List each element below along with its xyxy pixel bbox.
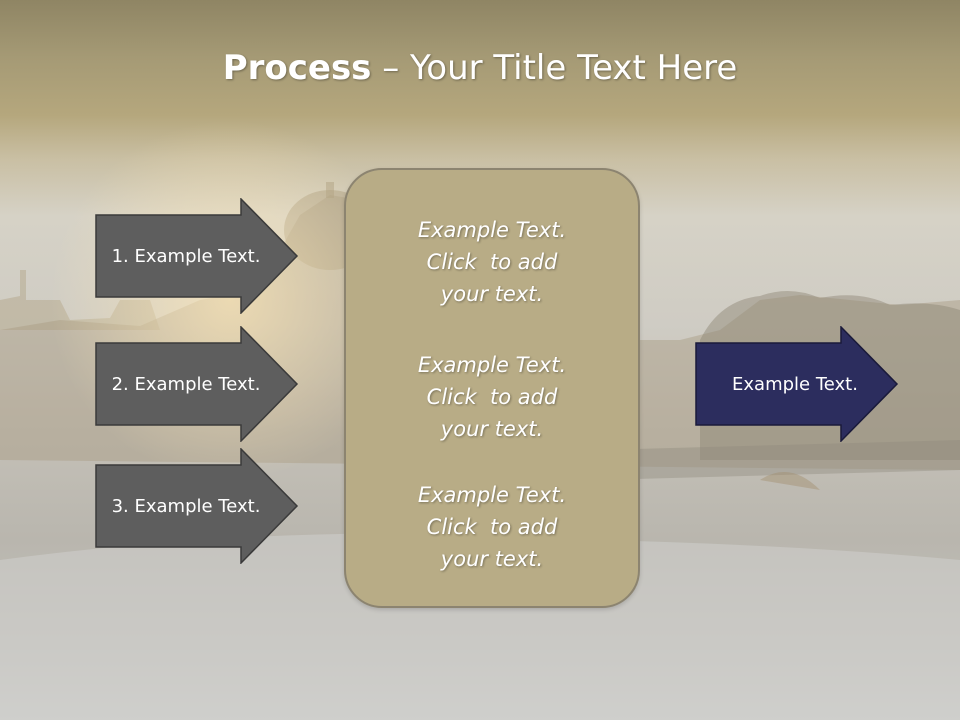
process-step-3-label: 3. Example Text. [111,495,261,517]
arrow-shape-icon [95,198,299,314]
block-3-line-3: your text. [440,547,544,571]
center-text-block-3[interactable]: Example Text. Click to add your text. [346,479,638,575]
center-text-box[interactable]: Example Text. Click to add your text. Ex… [344,168,640,608]
block-1-line-3: your text. [440,282,544,306]
result-arrow-label: Example Text. [732,373,858,395]
title-bold: Process [222,48,372,88]
block-1-line-1: Example Text. [417,218,567,242]
arrow-shape-icon [695,326,899,442]
slide-title[interactable]: Process – Your Title Text Here [0,48,960,88]
center-text-block-1[interactable]: Example Text. Click to add your text. [346,214,638,310]
arrow-shape-icon [95,448,299,564]
process-step-3-arrow[interactable]: 3. Example Text. [95,448,299,564]
center-text-block-2[interactable]: Example Text. Click to add your text. [346,349,638,445]
process-step-2-arrow[interactable]: 2. Example Text. [95,326,299,442]
block-2-line-3: your text. [440,417,544,441]
arrow-shape-icon [95,326,299,442]
process-step-1-arrow[interactable]: 1. Example Text. [95,198,299,314]
block-1-line-2: Click to add [426,250,558,274]
process-step-1-label: 1. Example Text. [111,245,261,267]
block-3-line-2: Click to add [426,515,558,539]
result-arrow[interactable]: Example Text. [695,326,899,442]
block-3-line-1: Example Text. [417,483,567,507]
process-step-2-label: 2. Example Text. [111,373,261,395]
title-rest: – Your Title Text Here [371,48,738,88]
block-2-line-2: Click to add [426,385,558,409]
block-2-line-1: Example Text. [417,353,567,377]
